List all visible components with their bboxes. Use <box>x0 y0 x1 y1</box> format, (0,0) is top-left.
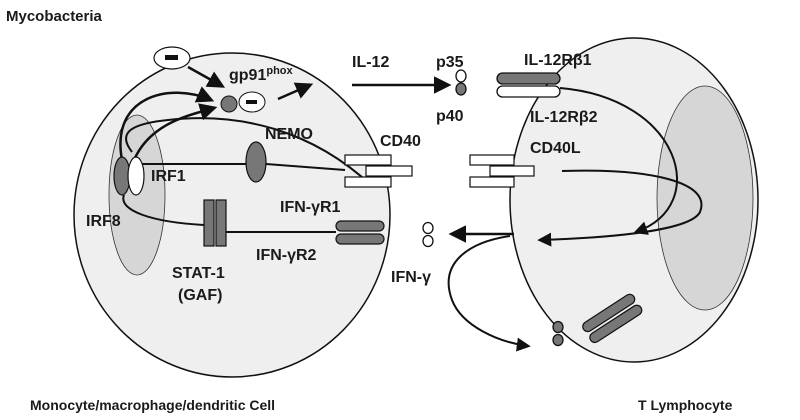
label-left-cell: Monocyte/macrophage/dendritic Cell <box>30 397 275 413</box>
label-p40: p40 <box>436 108 464 125</box>
label-irf8: IRF8 <box>86 213 121 230</box>
ligand-dimer-icon <box>455 69 467 83</box>
stat1-icon <box>203 199 215 247</box>
minus-bar <box>246 100 257 104</box>
irf1-icon <box>127 156 145 196</box>
arrow-irf-gp91 <box>119 86 215 161</box>
receptor-cd40 <box>365 165 413 177</box>
receptor-cd40 <box>344 176 392 188</box>
receptor-il12rb2 <box>496 85 561 98</box>
arrow-irf-gp91b <box>132 103 218 161</box>
ligand-cd40l <box>469 154 515 166</box>
receptor-ifngr1 <box>335 220 385 232</box>
label-irf1: IRF1 <box>151 168 186 185</box>
ligand-dimer-icon <box>552 333 564 347</box>
arrow-gp91-out <box>277 82 314 101</box>
arrow-cd40l-signal <box>537 169 703 247</box>
nemo-icon <box>245 141 267 183</box>
arrow-ifng-release <box>447 235 531 352</box>
gp91-dot-icon <box>220 95 238 113</box>
label-mycobacteria: Mycobacteria <box>6 8 103 25</box>
arrow-mycobacteria-gp91 <box>187 65 226 88</box>
ligand-dimer-icon <box>455 82 467 96</box>
receptor-ifngr2 <box>335 233 385 245</box>
label-ifngr2: IFN-γR2 <box>256 247 317 264</box>
label-p35: p35 <box>436 54 464 71</box>
label-right-cell: T Lymphocyte <box>638 397 733 413</box>
line-stat1-irf <box>122 194 205 226</box>
label-gp91: gp91phox <box>229 65 294 84</box>
label-il12rb1: IL-12Rβ1 <box>524 52 592 69</box>
label-cd40: CD40 <box>380 133 421 150</box>
label-nemo: NEMO <box>265 126 313 143</box>
ligand-dimer-icon <box>552 320 564 334</box>
label-stat1: STAT-1 <box>172 265 225 282</box>
ligand-cd40l <box>489 165 535 177</box>
receptor-il12rb1 <box>496 72 561 85</box>
ligand-dimer-icon <box>422 234 434 248</box>
label-il12rb2: IL-12Rβ2 <box>530 109 598 126</box>
label-ifng: IFN-γ <box>391 269 431 286</box>
label-gaf: (GAF) <box>178 287 222 304</box>
line-cd40-nemo <box>265 163 346 171</box>
label-ifngr1: IFN-γR1 <box>280 199 341 216</box>
label-cd40l: CD40L <box>530 140 581 157</box>
minus-bar <box>165 55 178 60</box>
arrow-il12r-loop <box>559 87 678 235</box>
receptor-cd40 <box>344 154 392 166</box>
t-lymphocyte-nucleus <box>656 85 754 311</box>
stat1-icon <box>215 199 227 247</box>
label-il12: IL-12 <box>352 54 389 71</box>
receptor-icon <box>582 293 643 344</box>
ligand-dimer-icon <box>422 221 434 235</box>
ligand-cd40l <box>469 176 515 188</box>
